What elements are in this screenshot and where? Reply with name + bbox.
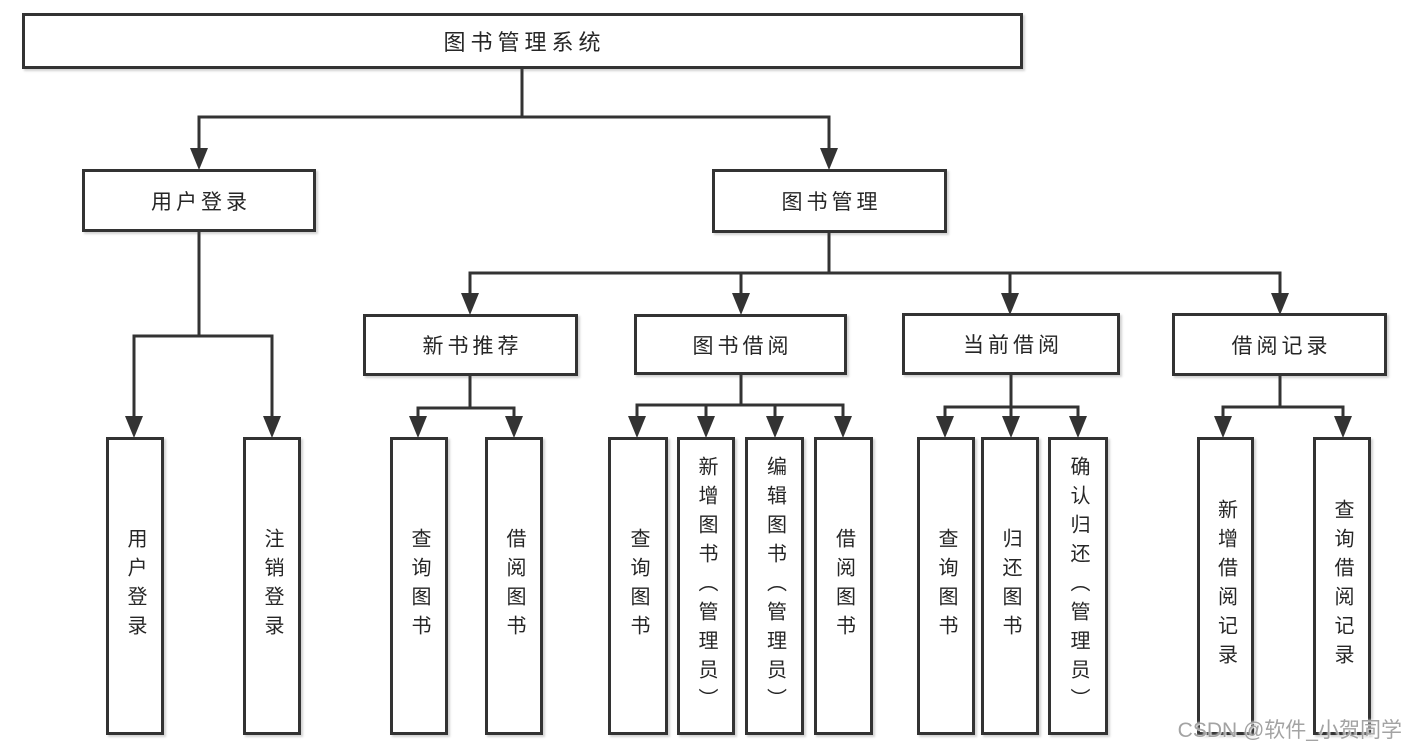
leaf-query-books-current: 查询图书 [917,437,975,735]
node-user-login-label: 用户登录 [151,190,251,214]
leaf-user-login-label: 用户登录 [124,528,146,644]
node-book-borrow: 图书借阅 [634,314,847,375]
leaf-query-borrow-record: 查询借阅记录 [1313,437,1371,735]
leaf-query-books-current-label: 查询图书 [935,528,957,644]
leaf-query-books-recommend: 查询图书 [390,437,448,735]
leaf-confirm-return-admin: 确认归还（管理员） [1048,437,1108,735]
leaf-edit-books-admin-label: 编辑图书（管理员） [763,455,786,717]
csdn-watermark: CSDN @软件_小贺同学 [1177,719,1402,742]
leaf-query-books-recommend-label: 查询图书 [408,528,430,644]
node-borrow-records: 借阅记录 [1172,313,1387,376]
node-book-management: 图书管理 [712,169,947,233]
leaf-add-borrow-record-label: 新增借阅记录 [1214,499,1237,673]
leaf-add-borrow-record: 新增借阅记录 [1197,437,1254,735]
leaf-add-books-admin: 新增图书（管理员） [677,437,735,735]
node-new-book-recommend: 新书推荐 [363,314,578,376]
leaf-borrow-books-label: 借阅图书 [832,528,855,644]
node-new-book-recommend-label: 新书推荐 [422,335,523,358]
node-current-borrow-label: 当前借阅 [963,334,1063,357]
leaf-return-books: 归还图书 [981,437,1039,735]
leaf-borrow-books-recommend-label: 借阅图书 [503,528,525,644]
node-current-borrow: 当前借阅 [902,313,1120,375]
leaf-query-books-borrow-label: 查询图书 [627,528,649,644]
leaf-query-books-borrow: 查询图书 [608,437,668,735]
node-book-management-label: 图书管理 [781,191,882,214]
leaf-borrow-books-recommend: 借阅图书 [485,437,543,735]
node-borrow-records-label: 借阅记录 [1231,334,1332,358]
leaf-return-books-label: 归还图书 [999,528,1021,644]
node-book-borrow-label: 图书借阅 [692,334,793,358]
leaf-add-books-admin-label: 新增图书（管理员） [695,455,717,717]
leaf-user-login: 用户登录 [106,437,164,735]
leaf-borrow-books: 借阅图书 [814,437,873,735]
leaf-query-borrow-record-label: 查询借阅记录 [1331,499,1353,673]
node-root: 图书管理系统 [22,13,1023,69]
leaf-confirm-return-admin-label: 确认归还（管理员） [1067,455,1089,717]
leaf-edit-books-admin: 编辑图书（管理员） [745,437,804,735]
leaf-logout: 注销登录 [243,437,301,735]
leaf-logout-label: 注销登录 [261,528,283,644]
node-user-login: 用户登录 [82,169,316,232]
node-root-label: 图书管理系统 [443,30,606,55]
